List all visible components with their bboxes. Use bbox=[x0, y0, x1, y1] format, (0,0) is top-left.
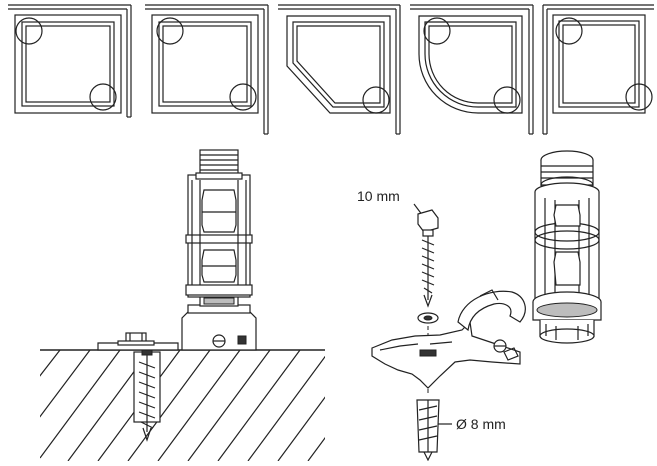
wall-plug bbox=[416, 399, 440, 462]
plug-diameter-label: Ø 8 mm bbox=[456, 416, 506, 432]
assembled-foot-section bbox=[40, 149, 325, 461]
foot-marker-4b bbox=[493, 86, 521, 114]
exploded-parts-view bbox=[371, 150, 602, 462]
bolt-size-label: 10 mm bbox=[357, 188, 400, 204]
foot-marker-1b bbox=[89, 83, 117, 111]
floor-hatching bbox=[40, 350, 325, 461]
lag-screw bbox=[417, 209, 439, 308]
layout-quadrant bbox=[410, 4, 534, 135]
foot-marker-5a bbox=[555, 17, 583, 45]
layout-square-2 bbox=[145, 4, 269, 135]
foot-marker-3 bbox=[362, 86, 390, 114]
foot-marker-1a bbox=[15, 17, 43, 45]
foot-marker-4a bbox=[423, 17, 451, 45]
foot-marker-5b bbox=[625, 83, 653, 111]
layout-pentagon bbox=[278, 4, 401, 135]
clip-ring bbox=[457, 290, 526, 332]
mounting-clip bbox=[371, 289, 526, 389]
foot-marker-2b bbox=[229, 83, 257, 111]
layout-rectangle bbox=[542, 4, 654, 135]
adjustable-leg bbox=[532, 150, 602, 344]
layout-square-1 bbox=[8, 4, 132, 118]
foot-marker-2a bbox=[156, 17, 184, 45]
